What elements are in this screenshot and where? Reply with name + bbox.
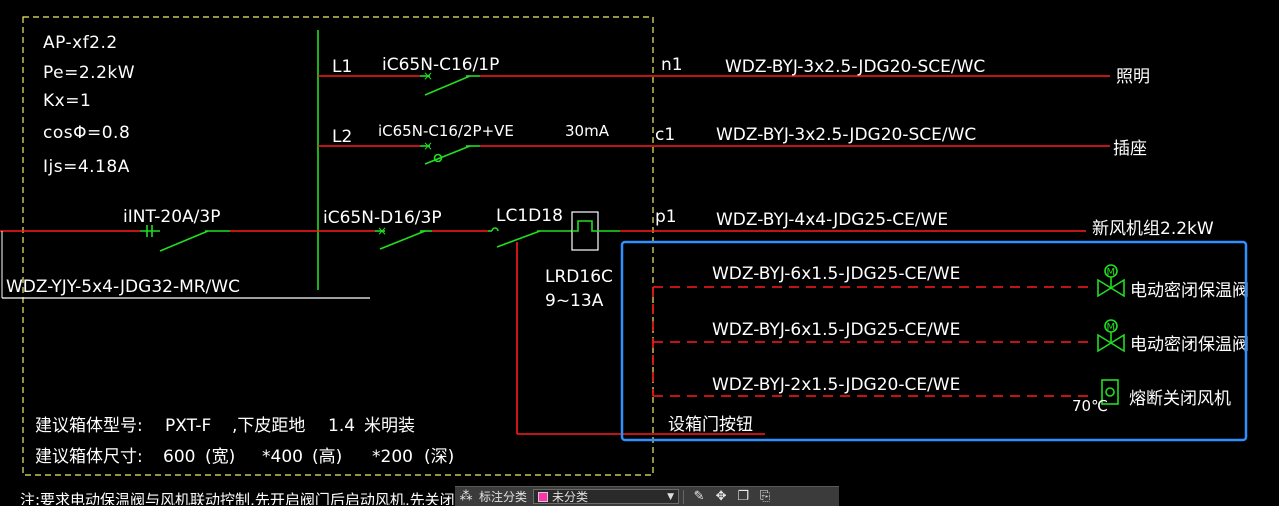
incoming-cable-label: WDZ-YJY-5x4-JDG32-MR/WC — [6, 277, 240, 297]
panel-info: AP-xf2.2 Pe=2.2kW Kx=1 cosΦ=0.8 Ijs=4.18… — [43, 33, 135, 177]
thermal-relay-icon — [572, 220, 598, 232]
contactor-icon — [491, 227, 499, 232]
circuit-id: n1 — [661, 55, 683, 75]
relay-label: LRD16C — [545, 267, 613, 287]
box-model-label: 建议箱体型号: — [35, 416, 143, 436]
motorized-valve-icon: M — [1097, 319, 1125, 353]
relay-range: 9~13A — [545, 291, 604, 311]
breaker-switch-icon — [424, 75, 471, 96]
move-icon[interactable]: ✥ — [715, 489, 727, 504]
box-width: 600 — [163, 447, 195, 467]
panel-power: Pe=2.2kW — [43, 63, 135, 83]
svg-text:M: M — [1107, 322, 1116, 333]
panel-id: AP-xf2.2 — [43, 33, 118, 53]
circuit-n1: × L1 iC65N-C16/1P n1 WDZ-BYJ-3x2.5-JDG20… — [318, 55, 1150, 96]
cable-label: WDZ-BYJ-3x2.5-JDG20-SCE/WC — [725, 57, 985, 77]
load-label: 插座 — [1113, 139, 1147, 159]
circuit-c1: × L2 iC65N-C16/2P+VE 30mA c1 WDZ-BYJ-3x2… — [318, 122, 1147, 165]
main-switch-icon — [159, 230, 209, 252]
box-width-unit: (宽) — [205, 447, 235, 467]
breaker-label: iC65N-C16/2P+VE — [378, 122, 514, 140]
control-cable-1: WDZ-BYJ-6x1.5-JDG25-CE/WE — [712, 264, 960, 284]
chevron-down-icon: ▼ — [667, 491, 675, 502]
control-cable-3: WDZ-BYJ-2x1.5-JDG20-CE/WE — [712, 375, 960, 395]
control-load-3: 熔断关闭风机 — [1129, 389, 1231, 409]
load-label: 照明 — [1116, 67, 1150, 87]
incoming-breaker-label: iINT-20A/3P — [123, 207, 220, 227]
edit-icon[interactable]: ✎ — [693, 489, 705, 504]
cable-label: WDZ-BYJ-4x4-JDG25-CE/WE — [716, 210, 948, 230]
breaker-switch-icon — [379, 230, 426, 250]
panel-power-factor: cosΦ=0.8 — [43, 123, 130, 143]
control-circuits: WDZ-BYJ-6x1.5-JDG25-CE/WE WDZ-BYJ-6x1.5-… — [652, 264, 1249, 435]
fire-damper-icon — [1101, 379, 1119, 405]
category-color-swatch — [538, 491, 549, 502]
contactor-label: LC1D18 — [496, 206, 563, 226]
selection-box[interactable] — [620, 240, 1248, 442]
breaker-label: iC65N-C16/1P — [382, 55, 499, 75]
box-depth: *200 — [372, 447, 413, 467]
phase-label: L1 — [332, 57, 352, 77]
paste-icon[interactable]: ⎘ — [759, 489, 771, 504]
breaker-switch-icon — [424, 145, 471, 165]
breaker-x-icon: × — [377, 224, 387, 238]
drawing-note: 注:要求电动保温阀与风机联动控制,先开启阀门后启动风机,先关闭风 — [20, 491, 470, 505]
control-load-1: 电动密闭保温阀 — [1130, 281, 1249, 301]
motorized-valve-icon: M — [1097, 264, 1125, 298]
box-model: PXT-F — [165, 416, 211, 436]
breaker-x-icon: × — [423, 69, 433, 83]
circuit-id: p1 — [655, 207, 677, 227]
box-height: *400 — [262, 447, 303, 467]
annotation-toolbar: ⁂ 标注分类 未分类 ▼ ✎ ✥ ❐ ⎘ — [455, 486, 839, 506]
box-mount-type: 米明装 — [364, 416, 415, 436]
annotation-category-icon[interactable]: ⁂ — [459, 489, 473, 504]
box-spec: 建议箱体型号: PXT-F ,下皮距地 1.4 米明装 建议箱体尺寸: 600 … — [35, 416, 454, 467]
door-button-label: 设箱门按钮 — [668, 415, 753, 435]
breaker-label: iC65N-D16/3P — [323, 208, 442, 228]
panel-boundary — [22, 16, 654, 476]
circuit-id: c1 — [655, 125, 675, 145]
panel-current: Ijs=4.18A — [43, 157, 130, 177]
category-selected-value: 未分类 — [552, 490, 589, 504]
contactor-switch-icon — [496, 230, 541, 248]
annotation-category-label: 标注分类 — [479, 490, 528, 504]
cable-label: WDZ-BYJ-3x2.5-JDG20-SCE/WC — [716, 125, 976, 145]
control-cable-2: WDZ-BYJ-6x1.5-JDG25-CE/WE — [712, 320, 960, 340]
incoming-feeder: iINT-20A/3P WDZ-YJY-5x4-JDG32-MR/WC — [0, 207, 370, 299]
load-label: 新风机组2.2kW — [1092, 219, 1214, 239]
copy-icon[interactable]: ❐ — [737, 489, 749, 504]
breaker-x-icon: × — [423, 139, 433, 153]
svg-text:M: M — [1107, 267, 1116, 278]
phase-label: L2 — [332, 127, 352, 147]
box-install-height-label: ,下皮距地 — [232, 416, 305, 436]
rcd-rating: 30mA — [565, 122, 610, 140]
control-load-2: 电动密闭保温阀 — [1130, 335, 1249, 355]
panel-demand-factor: Kx=1 — [43, 91, 91, 111]
box-height-unit: (高) — [312, 447, 342, 467]
box-install-height: 1.4 — [328, 416, 355, 436]
annotation-category-select[interactable]: 未分类 ▼ — [533, 489, 680, 504]
circuit-p1: × iC65N-D16/3P LC1D18 LRD16C 9~13A p1 WD… — [318, 206, 1214, 435]
fuse-temp-label: 70℃ — [1072, 397, 1108, 415]
box-size-label: 建议箱体尺寸: — [35, 447, 143, 467]
rcd-icon — [433, 153, 443, 163]
box-depth-unit: (深) — [424, 447, 454, 467]
